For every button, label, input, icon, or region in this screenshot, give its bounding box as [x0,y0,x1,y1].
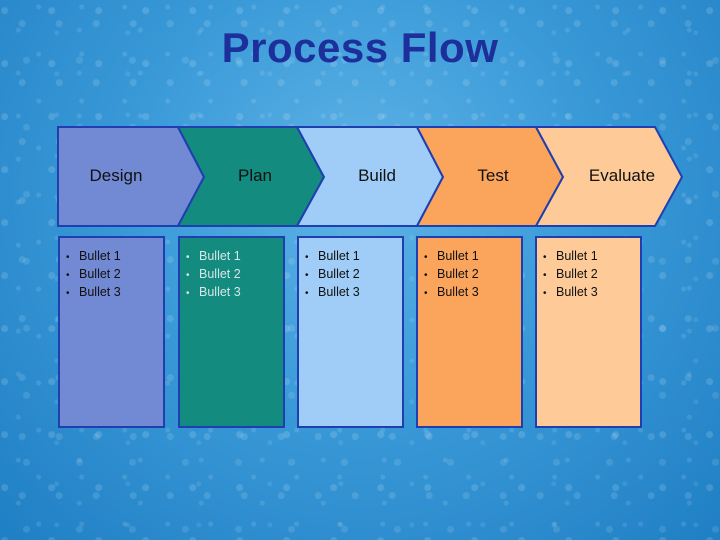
step-label-build: Build [358,166,396,185]
bullet-box-test: Bullet 1 Bullet 2 Bullet 3 [416,236,523,428]
bullet-item: Bullet 2 [66,266,159,284]
bullet-list: Bullet 1 Bullet 2 Bullet 3 [543,248,636,302]
bullet-item: Bullet 3 [305,284,398,302]
bullet-item: Bullet 1 [186,248,279,266]
bullet-box-design: Bullet 1 Bullet 2 Bullet 3 [58,236,165,428]
step-label-evaluate: Evaluate [588,166,656,185]
bullet-box-build: Bullet 1 Bullet 2 Bullet 3 [297,236,404,428]
bullet-item: Bullet 3 [424,284,517,302]
step-label-test: Test [477,166,509,185]
bullet-item: Bullet 1 [424,248,517,266]
bullet-list: Bullet 1 Bullet 2 Bullet 3 [66,248,159,302]
bullet-item: Bullet 2 [424,266,517,284]
bullet-item: Bullet 3 [186,284,279,302]
bullet-list: Bullet 1 Bullet 2 Bullet 3 [424,248,517,302]
bullet-item: Bullet 1 [305,248,398,266]
bullet-item: Bullet 3 [66,284,159,302]
bullet-item: Bullet 1 [66,248,159,266]
bullet-list: Bullet 1 Bullet 2 Bullet 3 [186,248,279,302]
chevron-evaluate [534,126,684,227]
bullet-list: Bullet 1 Bullet 2 Bullet 3 [305,248,398,302]
bullet-item: Bullet 2 [186,266,279,284]
bullet-item: Bullet 2 [305,266,398,284]
step-label-plan: Plan [237,166,273,185]
step-label-design: Design [89,166,143,185]
slide-title: Process Flow [221,24,499,71]
bullet-box-evaluate: Bullet 1 Bullet 2 Bullet 3 [535,236,642,428]
bullet-box-plan: Bullet 1 Bullet 2 Bullet 3 [178,236,285,428]
bullet-item: Bullet 2 [543,266,636,284]
bullet-item: Bullet 3 [543,284,636,302]
bullet-item: Bullet 1 [543,248,636,266]
